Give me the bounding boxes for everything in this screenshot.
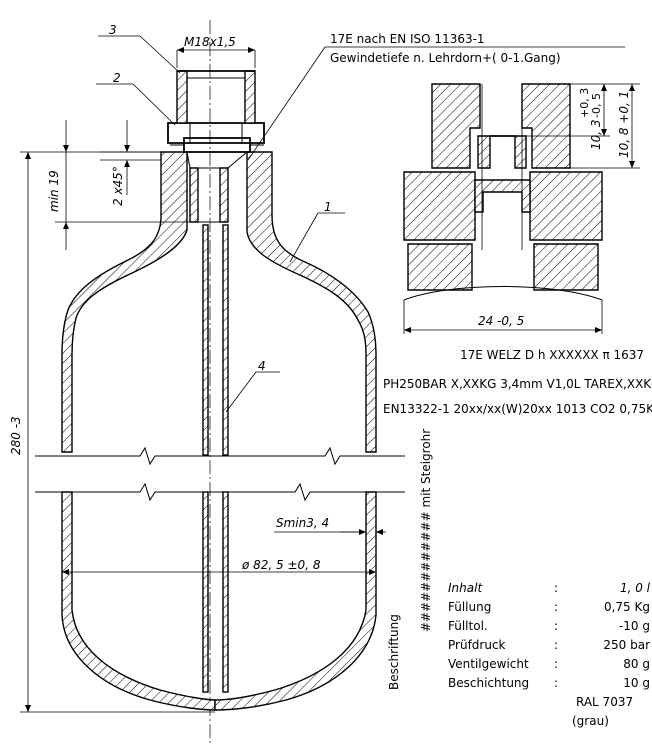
callout-2: 2 bbox=[113, 71, 121, 85]
spec-value: 0,75 Kg bbox=[603, 600, 650, 614]
detail-view bbox=[403, 83, 640, 334]
spec-colon: : bbox=[554, 676, 559, 690]
spec-label: Prüfdruck bbox=[448, 638, 506, 652]
detail-dim-2: 10, 8 +0, 1 bbox=[617, 91, 631, 158]
marking-line-3: EN13322-1 20xx/xx(W)20xx 1013 CO2 0,75KG bbox=[383, 402, 652, 416]
callout-1: 1 bbox=[324, 200, 332, 214]
spec-row: Inhalt: 1, 0 l bbox=[448, 579, 652, 598]
riser-tube bbox=[202, 224, 229, 693]
dim-chamfer: 2 x45° bbox=[111, 166, 125, 206]
spec-colon: : bbox=[554, 600, 559, 614]
dim-diameter: ø 82, 5 ±0, 8 bbox=[241, 558, 321, 572]
coating-color: (grau) bbox=[572, 714, 609, 728]
spec-value: 250 bar bbox=[603, 638, 650, 652]
break-lines bbox=[35, 446, 405, 502]
cylinder-lower bbox=[61, 491, 377, 711]
detail-dim-1-tol-up: +0, 3 bbox=[578, 88, 591, 118]
spec-value: -10 g bbox=[618, 619, 650, 633]
spec-value: 80 g bbox=[623, 657, 650, 671]
dim-min19: min 19 bbox=[47, 170, 61, 212]
marking-line-1: 17E WELZ D h XXXXXX π 1637 bbox=[460, 348, 644, 362]
spec-colon: : bbox=[554, 581, 559, 595]
spec-label: Ventilgewicht bbox=[448, 657, 529, 671]
thread-size: M18x1,5 bbox=[184, 35, 236, 49]
texts: 3 2 1 4 M18x1,5 17E nach EN ISO 11363-1 … bbox=[9, 23, 652, 690]
dim-height: 280 -3 bbox=[9, 416, 23, 455]
spec-value: 1, 0 l bbox=[619, 581, 650, 595]
spec-table: Inhalt: 1, 0 l Füllung: 0,75 Kg Fülltol.: -10… bbox=[448, 579, 652, 731]
beschriftung-text: ############ mit Steigrohr bbox=[419, 429, 433, 632]
callout-3: 3 bbox=[109, 23, 117, 37]
thread-note-1: 17E nach EN ISO 11363-1 bbox=[330, 32, 485, 46]
marking-line-2: PH250BAR X,XXKG 3,4mm V1,0L TAREX,XXKG bbox=[383, 377, 652, 391]
cylinder-upper bbox=[61, 70, 377, 453]
spec-label: Beschichtung bbox=[448, 676, 530, 690]
dimension-lines bbox=[20, 47, 386, 713]
spec-row: Beschichtung: 10 g bbox=[448, 674, 652, 693]
spec-colon: : bbox=[554, 619, 559, 633]
detail-dim-1-tol-dn: -0, 5 bbox=[590, 93, 603, 118]
detail-dim-width: 24 -0, 5 bbox=[478, 314, 524, 328]
leader-lines bbox=[96, 35, 625, 413]
spec-label: Füllung bbox=[448, 600, 492, 614]
spec-row: Fülltol.: -10 g bbox=[448, 617, 652, 636]
spec-row: Prüfdruck: 250 bar bbox=[448, 636, 652, 655]
dim-smin: Smin3, 4 bbox=[276, 516, 329, 530]
spec-row: Ventilgewicht: 80 g bbox=[448, 655, 652, 674]
spec-colon: : bbox=[554, 638, 559, 652]
spec-row: Füllung: 0,75 Kg bbox=[448, 598, 652, 617]
spec-colon: : bbox=[554, 657, 559, 671]
spec-value: 10 g bbox=[623, 676, 650, 690]
detail-dim-1: 10, 3 bbox=[589, 119, 603, 150]
spec-label: Inhalt bbox=[448, 581, 483, 595]
thread-note-2: Gewindetiefe n. Lehrdorn+( 0-1.Gang) bbox=[330, 51, 561, 65]
coating-ral: RAL 7037 bbox=[576, 695, 634, 709]
spec-label: Fülltol. bbox=[448, 619, 488, 633]
beschriftung-label: Beschriftung bbox=[387, 614, 401, 690]
callout-4: 4 bbox=[258, 359, 266, 373]
